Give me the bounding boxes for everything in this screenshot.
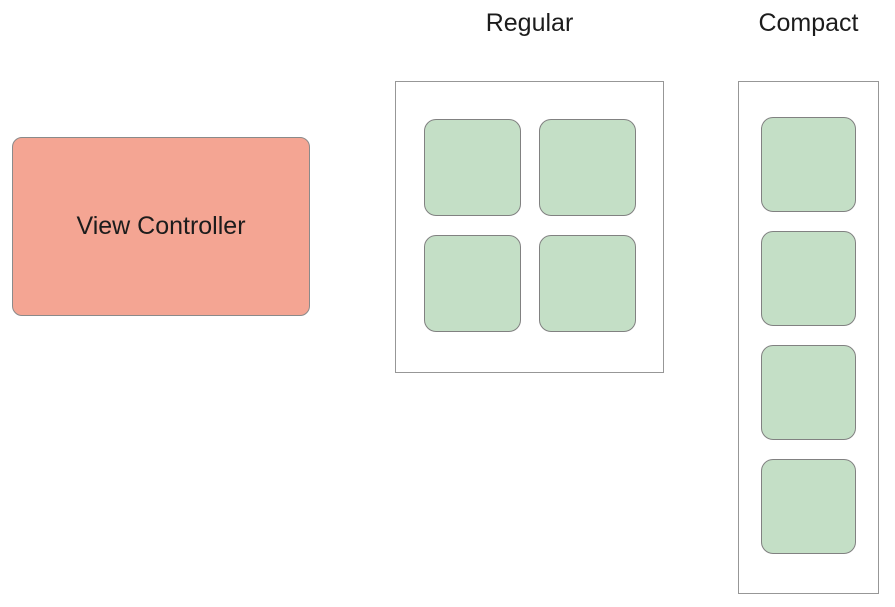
regular-label: Regular	[485, 9, 574, 37]
child-view-tile	[424, 119, 521, 216]
child-view-tile	[539, 235, 636, 332]
compact-size-class-container	[738, 81, 879, 594]
child-view-tile	[761, 117, 856, 212]
child-view-tile	[761, 345, 856, 440]
child-view-tile	[539, 119, 636, 216]
regular-size-class-container	[395, 81, 664, 373]
view-controller-box: View Controller	[12, 137, 310, 316]
compact-label: Compact	[758, 9, 859, 37]
child-view-tile	[424, 235, 521, 332]
child-view-tile	[761, 231, 856, 326]
view-controller-label: View Controller	[76, 212, 246, 240]
child-view-tile	[761, 459, 856, 554]
